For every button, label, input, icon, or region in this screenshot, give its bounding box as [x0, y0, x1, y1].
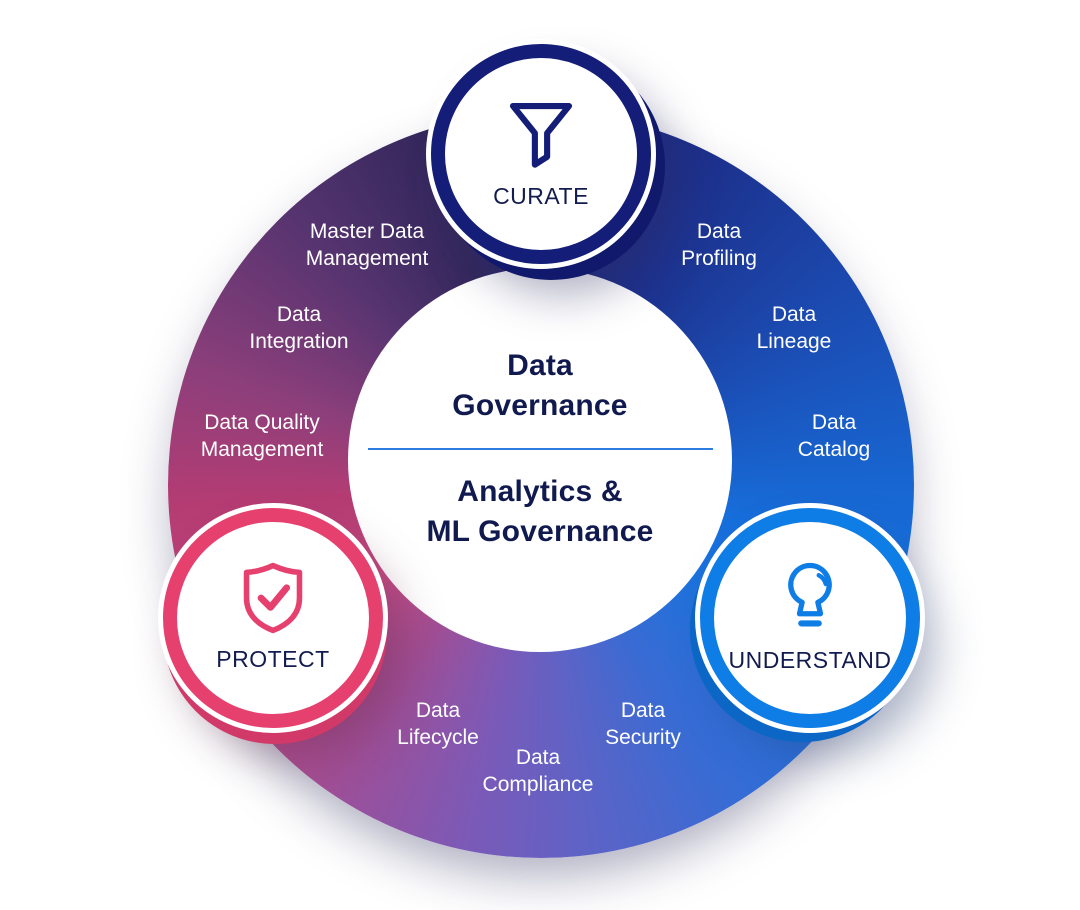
node-curate-label: CURATE — [493, 183, 589, 209]
node-curate: CURATE — [431, 44, 651, 264]
center-title-analytics-ml-governance: Analytics & ML Governance — [426, 475, 654, 548]
center-divider-line — [368, 448, 713, 450]
funnel-icon — [499, 92, 583, 176]
label-data-catalog: Data Catalog — [797, 411, 871, 461]
label-data-profiling: Data Profiling — [681, 220, 757, 270]
label-data-security: Data Security — [605, 699, 681, 749]
label-data-quality-management: Data Quality Management — [200, 411, 324, 461]
node-protect: PROTECT — [163, 508, 383, 728]
label-data-lineage: Data Lineage — [756, 303, 832, 353]
lightbulb-icon — [768, 556, 852, 640]
node-understand-label: UNDERSTAND — [728, 647, 892, 673]
label-data-compliance: Data Compliance — [482, 746, 594, 796]
label-master-data-management: Master Data Management — [305, 220, 429, 270]
shield-check-icon — [232, 557, 314, 639]
node-protect-label: PROTECT — [216, 646, 330, 672]
label-data-integration: Data Integration — [249, 303, 349, 353]
center-circle — [348, 268, 732, 652]
center-title-data-governance: Data Governance — [452, 349, 628, 422]
node-understand: UNDERSTAND — [700, 508, 920, 728]
label-data-lifecycle: Data Lifecycle — [397, 699, 479, 749]
